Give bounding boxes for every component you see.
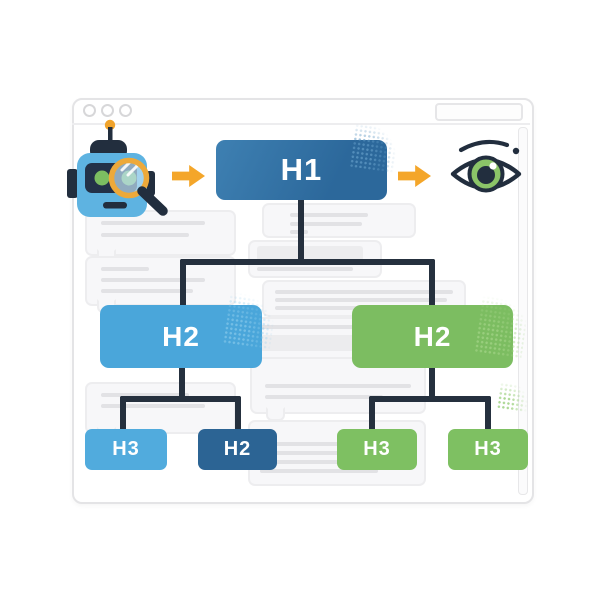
connector-line xyxy=(120,396,241,402)
robot-crawler-icon xyxy=(67,119,168,217)
connector-line xyxy=(235,396,241,432)
placeholder-card xyxy=(262,203,416,238)
eye-icon xyxy=(450,139,522,193)
placeholder-card xyxy=(85,382,236,441)
heading-box-h3-1: H3 xyxy=(85,429,167,470)
address-bar xyxy=(435,103,523,121)
connector-line xyxy=(429,259,435,308)
heading-box-h2-left: H2 xyxy=(100,305,262,368)
heading-box-h3-2: H3 xyxy=(337,429,417,470)
connector-line xyxy=(180,259,186,308)
window-control-dot xyxy=(101,104,114,117)
magnifying-glass-icon xyxy=(108,157,168,216)
window-control-dot xyxy=(119,104,132,117)
heading-box-h2-right: H2 xyxy=(352,305,513,368)
heading-box-h3-3: H3 xyxy=(448,429,528,470)
connector-line xyxy=(120,396,126,432)
connector-line xyxy=(179,366,185,402)
connector-line xyxy=(369,396,375,432)
connector-line xyxy=(369,396,491,402)
browser-titlebar xyxy=(72,98,530,125)
connector-line xyxy=(180,259,435,265)
connector-line xyxy=(485,396,491,432)
heading-box-h2-dark: H2 xyxy=(198,429,277,470)
heading-box-h1: H1 xyxy=(216,140,387,200)
connector-line xyxy=(298,198,304,265)
window-control-dot xyxy=(83,104,96,117)
connector-line xyxy=(429,366,435,402)
